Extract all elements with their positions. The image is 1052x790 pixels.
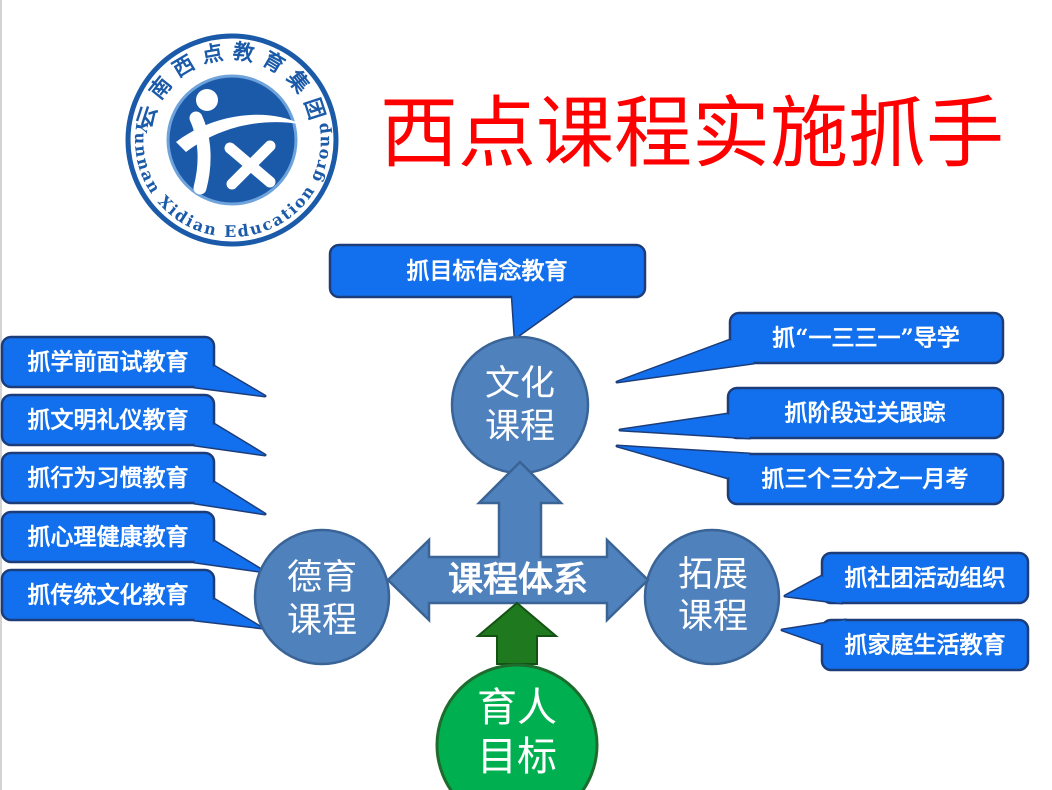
- callout-label: 抓行为习惯教育: [28, 465, 189, 492]
- node-label-line1: 文化: [485, 364, 555, 404]
- callout-label: 抓目标信念教育: [407, 258, 568, 285]
- node-culture-course: 文化 课程: [450, 335, 590, 475]
- callout-label: 抓传统文化教育: [28, 582, 189, 609]
- center-label: 课程体系: [448, 560, 588, 601]
- node-moral-course: 德育 课程: [253, 528, 391, 666]
- callout-culture-stage-tracking: 抓阶段过关跟踪: [618, 386, 1005, 440]
- callout-label: 抓三个三分之一月考: [762, 466, 969, 493]
- callout-moral-habits: 抓行为习惯教育: [0, 451, 267, 516]
- node-label-line2: 目标: [477, 734, 557, 780]
- logo-emblem-icon: [176, 89, 300, 195]
- node-label-line2: 课程: [485, 407, 555, 447]
- callout-extension-clubs: 抓社团活动组织: [783, 551, 1030, 605]
- node-label-line1: 德育: [287, 558, 357, 598]
- callout-label: 抓文明礼仪教育: [28, 407, 189, 434]
- node-label-line1: 拓展: [678, 555, 748, 595]
- node-extension-course: 拓展 课程: [643, 528, 781, 666]
- three-way-arrow: 课程体系: [386, 460, 650, 623]
- callout-label: 抓心理健康教育: [28, 524, 189, 551]
- node-label-line2: 课程: [287, 601, 357, 641]
- page-title: 西点课程实施抓手: [380, 89, 1004, 179]
- slide-frame: [0, 0, 2, 790]
- callout-moral-mental-health: 抓心理健康教育: [0, 510, 267, 574]
- callout-label: 抓家庭生活教育: [845, 632, 1006, 659]
- logo: 云南西点教育集团 Yunnan Xidian Education group: [125, 33, 339, 247]
- callout-moral-interview: 抓学前面试教育: [0, 335, 267, 398]
- callout-culture-monthly-exam: 抓三个三分之一月考: [615, 444, 1005, 506]
- green-up-arrow: [475, 601, 559, 665]
- callout-moral-etiquette: 抓文明礼仪教育: [0, 393, 267, 457]
- callout-label: 抓阶段过关跟踪: [785, 400, 946, 427]
- callout-moral-traditional-culture: 抓传统文化教育: [0, 568, 264, 630]
- callout-label: 抓“一三三一”导学: [772, 325, 959, 352]
- node-label-line1: 育人: [477, 685, 557, 731]
- node-education-goal: 育人 目标: [435, 663, 599, 790]
- callout-label: 抓社团活动组织: [845, 565, 1006, 592]
- callout-extension-family-life: 抓家庭生活教育: [780, 618, 1030, 672]
- callout-culture-belief: 抓目标信念教育: [328, 243, 647, 340]
- node-label-line2: 课程: [678, 597, 748, 637]
- callout-culture-guided-learning: 抓“一三三一”导学: [615, 311, 1005, 384]
- callout-label: 抓学前面试教育: [28, 349, 189, 376]
